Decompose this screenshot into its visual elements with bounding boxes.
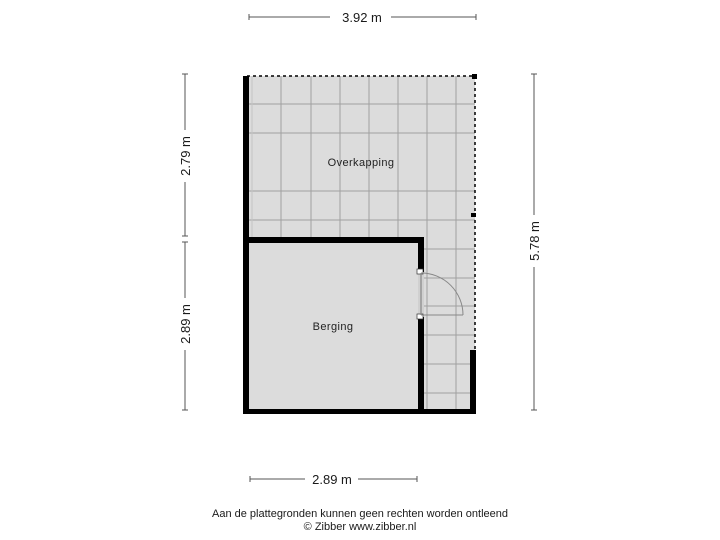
dimension-top-label: 3.92 m: [342, 10, 382, 25]
wall-berging-right-lower: [418, 317, 424, 414]
wall-corridor-right: [470, 350, 476, 414]
floor-grid: [247, 76, 475, 412]
dimension-left-lower: [182, 241, 188, 411]
wall-bottom: [243, 409, 476, 414]
wall-berging-top: [243, 237, 424, 243]
wall-left: [243, 76, 249, 414]
dimension-top: [248, 14, 477, 20]
room-label-overkapping: Overkapping: [328, 157, 395, 169]
dimension-left-upper-label: 2.79 m: [178, 136, 193, 176]
dimension-bottom: [249, 476, 418, 482]
dimension-right: [531, 73, 537, 411]
footer-copyright: © Zibber www.zibber.nl: [303, 521, 417, 533]
post-marker-mid-right: [471, 213, 476, 217]
post-marker-top-right: [472, 74, 477, 79]
footer-disclaimer: Aan de plattegronden kunnen geen rechten…: [211, 508, 508, 520]
wall-berging-right-upper: [418, 237, 424, 272]
dimension-right-label: 5.78 m: [527, 221, 542, 261]
room-label-berging: Berging: [313, 321, 354, 333]
dimension-left-lower-label: 2.89 m: [178, 304, 193, 344]
dimension-bottom-label: 2.89 m: [312, 472, 352, 487]
walls: [243, 76, 476, 414]
berging-floor: [247, 240, 419, 412]
door-berging: [416, 268, 464, 320]
dimension-left-upper: [182, 73, 188, 237]
